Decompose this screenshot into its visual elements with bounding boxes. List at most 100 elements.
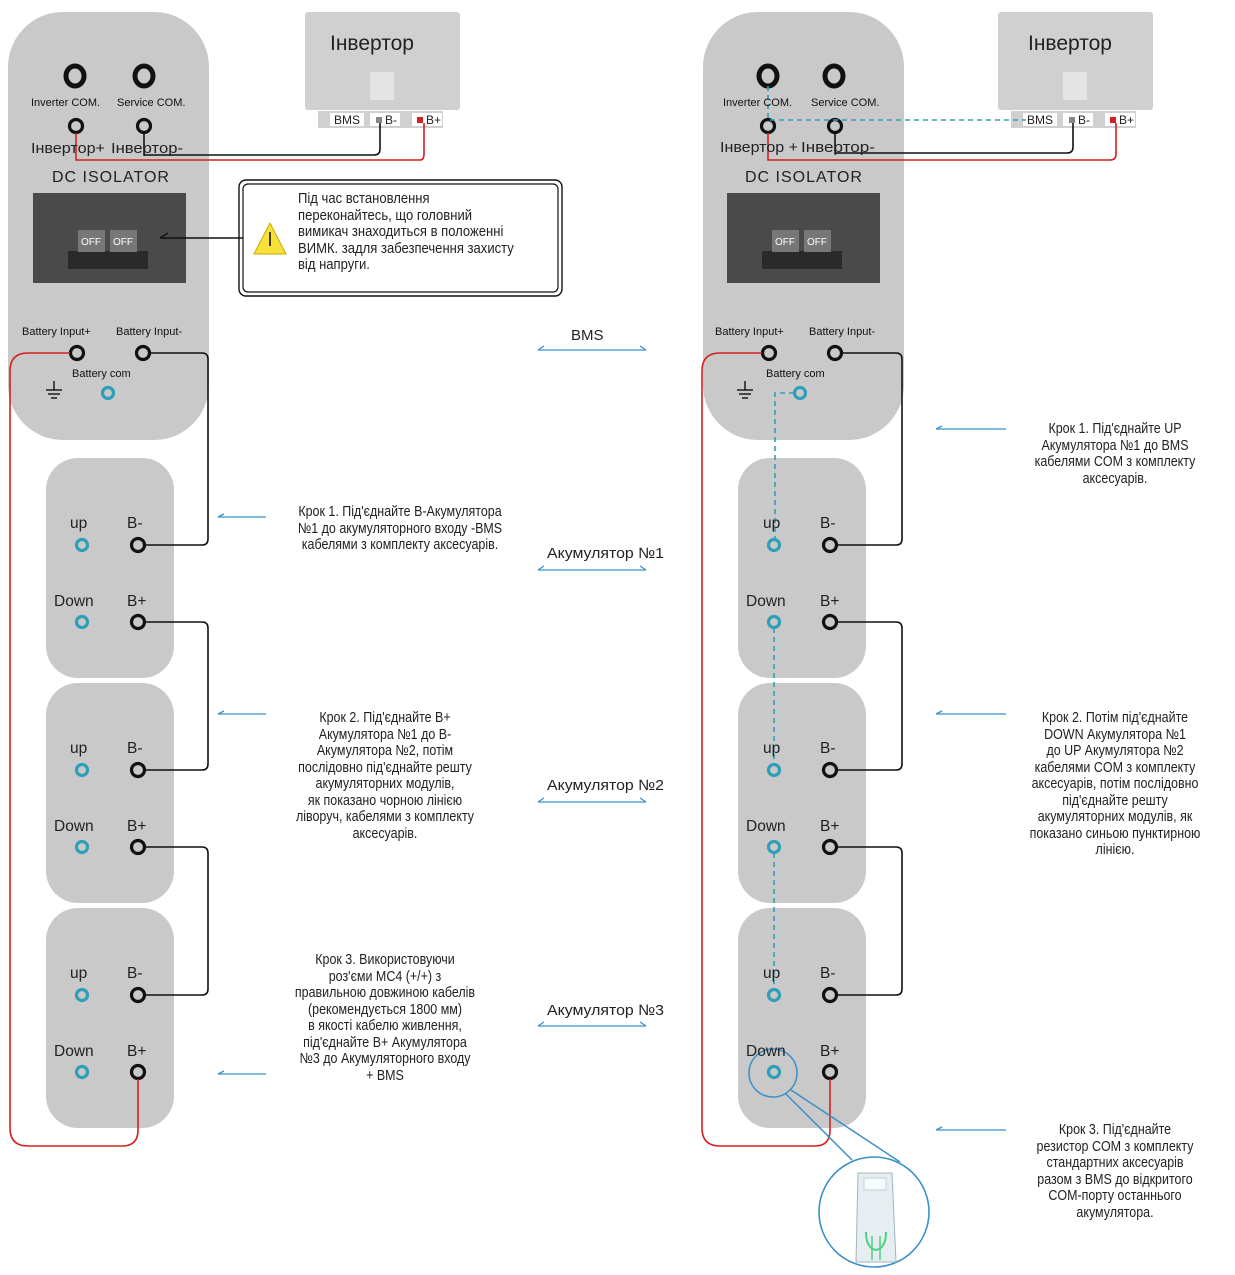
battery-input-plus-label-left: Battery Input+: [22, 326, 91, 338]
service-com-port-right: [822, 63, 846, 89]
battery3-down-label-right: Down: [746, 1043, 786, 1060]
cable-b2-plus-to-b3-minus-left: [145, 846, 209, 996]
inverter-com-label-left: Inverter COM.: [31, 97, 100, 109]
inverter-minus-label-right: Інвертор-: [801, 139, 875, 156]
dc-isolator-switch-right: [727, 193, 880, 283]
right-step1-note: Крок 1. Під'єднайте UP Акумулятора №1 до…: [1016, 421, 1214, 487]
com-dashed-chain-right: [773, 392, 794, 989]
cable-bms-minus-to-b1-right: [837, 352, 903, 546]
inverter-port-bms-bg-right: [1023, 113, 1057, 126]
inverter-minus-label-left: Інвертор-: [111, 140, 183, 157]
note-line: стандартних аксесуарів: [1046, 1155, 1184, 1171]
battery2-up-label-right: up: [763, 740, 780, 757]
inverter-port-bplus-left: B+: [426, 113, 441, 127]
inverter-port-bminus-right: B-: [1078, 113, 1090, 127]
right-step-arrows: [935, 425, 1006, 1131]
inverter-box-left: [305, 12, 460, 110]
inverter-plus-label-left: Інвертор+: [31, 140, 105, 157]
service-com-port-left: [132, 63, 156, 89]
bminus-terminal: [376, 117, 382, 123]
note-line: Крок 1. Під'єднайте B-Акумулятора: [298, 504, 502, 520]
service-com-label-right: Service COM.: [811, 97, 879, 109]
cable-power-red-right: [701, 352, 831, 1147]
note-line: №1 до акумуляторного входу -BMS: [297, 520, 503, 537]
inverter-port-bplus-right: B+: [1119, 113, 1134, 127]
note-line: в якості кабелю живлення,: [308, 1018, 462, 1034]
battery1-bplus-label-left: B+: [127, 593, 146, 610]
cable-inverter-minus-left: [143, 123, 381, 156]
note-line: Акумулятора №1 до B-: [318, 726, 452, 743]
note-line: (рекомендується 1800 мм): [308, 1001, 462, 1018]
note-line: правильною довжиною кабелів: [294, 985, 476, 1001]
battery-module-3-left: [46, 908, 174, 1128]
off-label-2-left: OFF: [113, 237, 133, 248]
battery3-up-label-left: up: [70, 965, 87, 982]
battery2-bminus-label-right: B-: [820, 740, 836, 757]
right-step2-note: Крок 2. Потім під'єднайте DOWN Акумулято…: [1016, 710, 1214, 859]
battery3-bplus-label-left: B+: [127, 1043, 146, 1060]
warning-line: Під час встановлення: [298, 191, 430, 207]
battery3-bminus-label-left: B-: [127, 965, 143, 982]
com-dashed-inverter-right: [767, 86, 1026, 121]
inverter-port-bms-right: BMS: [1027, 113, 1053, 127]
note-line: ліворуч, кабелями з комплекту: [295, 809, 475, 825]
battery1-bminus-label-left: B-: [127, 515, 143, 532]
battery2-down-label-left: Down: [54, 818, 94, 835]
note-line: під'єднайте B+ Акумулятора: [303, 1034, 467, 1051]
cable-b1-plus-to-b2-minus-right: [837, 621, 903, 771]
note-line: кабелями COM з комплекту: [1034, 454, 1196, 470]
battery-input-plus-label-right: Battery Input+: [715, 326, 784, 338]
center-arrows: [537, 345, 647, 1027]
cable-inverter-minus-right: [834, 123, 1074, 154]
battery-com-label-left: Battery com: [72, 368, 131, 380]
note-line: роз'єми MC4 (+/+) з: [328, 968, 442, 985]
note-line: Крок 2. Під'єднайте B+: [319, 710, 451, 726]
battery3-bplus-label-right: B+: [820, 1043, 839, 1060]
resistor-leader-line-2: [790, 1089, 901, 1163]
warning-line: від напруги.: [298, 257, 370, 273]
warning-line: ВИМК. задля забезпечення захисту: [298, 240, 514, 257]
right-step3-note: Крок 3. Під'єднайте резистор COM з компл…: [1016, 1122, 1214, 1221]
note-line: під'єднайте решту: [1062, 792, 1168, 809]
bminus-terminal-right: [1069, 117, 1075, 123]
battery-module-2-left: [46, 683, 174, 903]
cable-b2-plus-to-b3-minus-right: [837, 846, 903, 996]
battery2-bminus-label-left: B-: [127, 740, 143, 757]
off-toggle-2-left: [110, 230, 137, 252]
note-line: резистор COM з комплекту: [1036, 1138, 1194, 1155]
inverter-port-bminus-left: B-: [385, 113, 397, 127]
dc-isolator-label-left: DC ISOLATOR: [52, 169, 170, 186]
note-line: кабелями з комплекту аксесуарів.: [301, 537, 499, 553]
off-label-1-left: OFF: [81, 237, 101, 248]
resistor-leader-line-1: [784, 1092, 853, 1161]
battery1-down-label-left: Down: [54, 593, 94, 610]
battery1-bminus-label-right: B-: [820, 515, 836, 532]
battery2-bplus-label-right: B+: [820, 818, 839, 835]
note-line: DOWN Акумулятора №1: [1044, 726, 1186, 743]
battery1-down-label-right: Down: [746, 593, 786, 610]
note-line: кабелями COM з комплекту: [1034, 759, 1196, 776]
note-line: акумуляторних модулів,: [315, 776, 455, 792]
service-com-label-left: Service COM.: [117, 97, 185, 109]
battery-module-3-right: [738, 908, 866, 1128]
cable-b1-plus-to-b2-minus-left: [145, 621, 209, 771]
ground-icon: [46, 381, 62, 399]
battery-input-minus-label-left: Battery Input-: [116, 326, 182, 338]
warning-triangle-icon: [253, 222, 287, 255]
note-line: Крок 3. Під'єднайте: [1058, 1122, 1172, 1138]
note-line: разом з BMS до відкритого: [1037, 1171, 1193, 1188]
cable-bms-minus-to-b1-left: [145, 352, 209, 546]
inverter-box-right: [998, 12, 1153, 110]
note-line: аксесуарів, потім послідовно: [1031, 776, 1199, 792]
dc-isolator-label-right: DC ISOLATOR: [745, 169, 863, 186]
inverter-display-right: [1063, 72, 1087, 100]
note-line: Крок 3. Використовуючи: [315, 952, 455, 968]
resistor-highlight-circle: [748, 1048, 798, 1098]
battery2-bplus-label-left: B+: [127, 818, 146, 835]
inverter-port-bms-left: BMS: [334, 113, 360, 127]
note-line: Акумулятора №2, потім: [316, 743, 454, 759]
ground-icon-right: [737, 381, 753, 399]
battery-input-minus-label-right: Battery Input-: [809, 326, 875, 338]
note-line: Крок 2. Потім під'єднайте: [1041, 710, 1189, 726]
battery-module-2-right: [738, 683, 866, 903]
